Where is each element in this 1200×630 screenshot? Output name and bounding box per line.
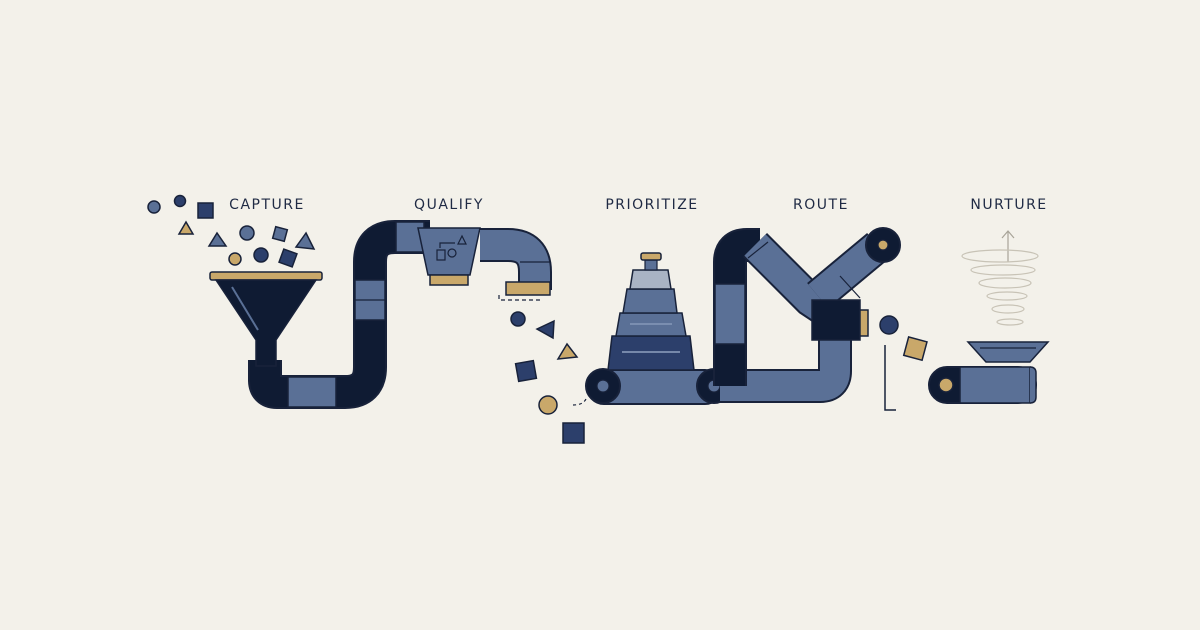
pipe-capture-to-qualify — [248, 220, 430, 409]
stage-label-nurture: NURTURE — [970, 197, 1048, 213]
prioritize-conveyor — [585, 368, 732, 405]
qualify-filter-hopper — [417, 227, 481, 286]
priority-stack — [607, 252, 695, 371]
route-branching-pipes — [713, 227, 901, 403]
stage-label-capture: CAPTURE — [229, 197, 305, 213]
stage-label-route: ROUTE — [793, 197, 849, 213]
stage-label-qualify: QUALIFY — [414, 197, 484, 213]
nurture-hopper-conveyor — [928, 341, 1050, 404]
capture-funnel — [209, 271, 323, 367]
incoming-leads-shapes — [147, 194, 316, 268]
routed-leads-shapes — [879, 315, 928, 411]
pipe-qualify-outlet — [480, 228, 552, 301]
nurture-swirl — [961, 230, 1039, 326]
qualified-leads-shapes — [510, 311, 587, 444]
stage-label-prioritize: PRIORITIZE — [605, 197, 699, 213]
